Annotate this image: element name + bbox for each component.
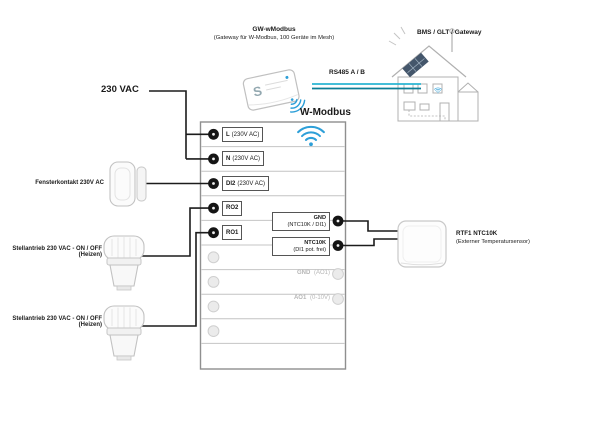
- temperature-sensor-icon: [397, 220, 447, 268]
- terminal-GND-NTC-name: GND: [313, 214, 326, 221]
- gateway-device-icon: S: [242, 69, 300, 111]
- terminal-point-unused: [207, 251, 220, 264]
- terminal-L-name: L: [226, 131, 230, 138]
- actuator-2-label-line1: Stellantrieb 230 VAC - ON / OFF: [12, 316, 102, 322]
- terminal-GND-NTC: GND (NTC10K / DI1): [272, 211, 330, 231]
- terminal-point-unused: [207, 300, 220, 313]
- wire-actuator-1: [140, 207, 214, 257]
- actuator-2-label: Stellantrieb 230 VAC - ON / OFF (Heizen): [10, 316, 102, 328]
- terminal-DI2: DI2 (230V AC): [222, 176, 270, 191]
- terminal-point-unused: [207, 276, 220, 288]
- terminal-GND-AO1: GND (AO1): [260, 270, 330, 276]
- terminal-RO2: RO2: [222, 200, 243, 216]
- terminal-N: N (230V AC): [222, 151, 265, 166]
- window-contact-icon: [109, 161, 147, 207]
- terminal-GND-AO1-name: GND: [296, 270, 311, 276]
- supply-voltage-label: 230 VAC: [101, 84, 139, 95]
- bms-label: BMS / GLT / Gateway: [417, 29, 482, 36]
- terminal-DI2-sub: (230V AC): [237, 180, 266, 187]
- actuator-2-label-line2: (Heizen): [78, 322, 102, 328]
- terminal-AO1-name: AO1: [293, 295, 307, 301]
- rs485-label: RS485 A / B: [329, 69, 366, 76]
- terminal-N-sub: (230V AC): [232, 155, 261, 162]
- terminal-RO1-name: RO1: [226, 229, 239, 236]
- terminal-RO2-name: RO2: [226, 205, 239, 211]
- terminal-N-name: N: [226, 155, 231, 162]
- terminal-NTC10K: NTC10K (DI1 pot. frei): [272, 236, 330, 256]
- building-icon: [388, 26, 479, 122]
- terminal-NTC10K-sub: (DI1 pot. frei): [293, 247, 326, 253]
- gateway-subtitle: (Gateway für W-Modbus, 100 Geräte im Mes…: [213, 35, 335, 41]
- terminal-DI2-name: DI2: [226, 180, 236, 187]
- terminal-point-unused: [332, 268, 344, 280]
- wmodbus-label: W-Modbus: [300, 107, 351, 118]
- actuator-1-label-line1: Stellantrieb 230 VAC - ON / OFF: [12, 246, 102, 252]
- window-contact-label: Fensterkontakt 230V AC: [35, 180, 104, 186]
- actuator-1-label-line2: (Heizen): [78, 252, 102, 258]
- gateway-title: GW-wModbus: [252, 26, 296, 33]
- wire-sensor-gnd: [338, 220, 399, 232]
- actuator-icon: [103, 305, 145, 361]
- terminal-NTC10K-name: NTC10K: [304, 239, 326, 246]
- sensor-sublabel: (Externer Temperatursensor): [456, 239, 530, 245]
- actuator-icon: [103, 235, 145, 291]
- sensor-label: RTF1 NTC10K: [456, 230, 498, 237]
- terminal-L: L (230V AC): [222, 127, 264, 142]
- terminal-point-unused: [207, 325, 220, 338]
- terminal-points: [207, 128, 344, 338]
- terminal-RO1: RO1: [222, 225, 243, 240]
- actuator-1-label: Stellantrieb 230 VAC - ON / OFF (Heizen): [10, 246, 102, 258]
- terminal-point-unused: [332, 293, 344, 305]
- wire-sensor-ntc: [338, 238, 399, 247]
- terminal-AO1: AO1 (0-10V): [260, 295, 330, 301]
- wire-actuator-2: [140, 231, 214, 327]
- sentera-logo: S: [252, 83, 264, 100]
- terminal-L-sub: (230V AC): [231, 131, 260, 138]
- terminal-AO1-sub: (0-10V): [309, 295, 330, 301]
- terminal-GND-AO1-sub: (AO1): [313, 270, 330, 276]
- sun-rays-icon: [388, 26, 406, 46]
- terminal-GND-NTC-sub: (NTC10K / DI1): [287, 222, 326, 228]
